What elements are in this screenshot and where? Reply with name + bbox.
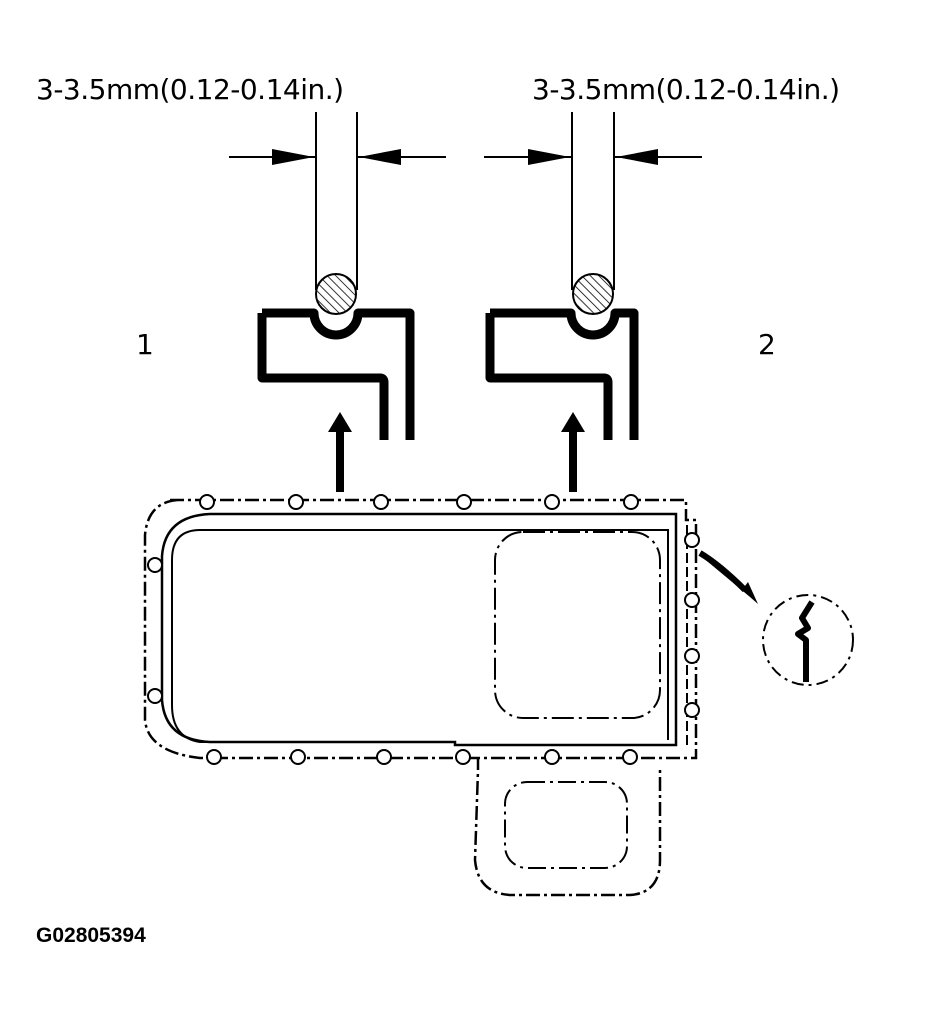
bolt-hole bbox=[373, 494, 389, 510]
bolt-hole bbox=[623, 494, 639, 510]
bolt-hole bbox=[684, 648, 700, 664]
dimension-label-right: 3-3.5mm(0.12-0.14in.) bbox=[532, 73, 840, 106]
bolt-holes bbox=[147, 494, 700, 765]
oil-pan-drain-pocket bbox=[504, 781, 628, 869]
oil-pan-inner-edge bbox=[171, 529, 669, 743]
bolt-hole bbox=[290, 749, 306, 765]
bolt-hole bbox=[456, 494, 472, 510]
bolt-hole bbox=[147, 557, 163, 573]
bolt-hole bbox=[288, 494, 304, 510]
bolt-hole bbox=[544, 494, 560, 510]
bolt-hole bbox=[684, 532, 700, 548]
flange-profile-1 bbox=[257, 308, 415, 440]
bolt-hole bbox=[376, 749, 392, 765]
bolt-hole bbox=[455, 749, 471, 765]
dimension-arrow-1a bbox=[272, 149, 314, 165]
dimension-label-left: 3-3.5mm(0.12-0.14in.) bbox=[36, 73, 344, 106]
dimension-arrow-2a bbox=[528, 149, 570, 165]
flange-profile-2 bbox=[485, 308, 639, 440]
bolt-hole bbox=[147, 688, 163, 704]
bead-detail-2 bbox=[484, 112, 702, 492]
detail-circle bbox=[762, 594, 854, 686]
bolt-hole bbox=[544, 749, 560, 765]
detail-arrow-curve bbox=[698, 550, 748, 593]
sealant-bead-2 bbox=[572, 273, 614, 315]
assembly-arrowhead-2 bbox=[561, 412, 585, 432]
detail-bead-squiggle bbox=[795, 600, 815, 682]
callout-number-2: 2 bbox=[758, 328, 776, 361]
oil-pan-sump-recess bbox=[494, 531, 661, 719]
oil-pan-outer-flange bbox=[143, 498, 698, 897]
assembly-arrowhead-1 bbox=[328, 412, 352, 432]
bolt-hole bbox=[684, 592, 700, 608]
sealant-bead-1 bbox=[315, 273, 357, 315]
figure-id: G02805394 bbox=[36, 924, 146, 947]
oil-pan bbox=[143, 498, 698, 897]
bolt-hole bbox=[206, 749, 222, 765]
bolt-hole bbox=[622, 749, 638, 765]
dimension-arrow-1b bbox=[359, 149, 401, 165]
oil-pan-bolt-line bbox=[160, 512, 678, 747]
dimension-arrow-2b bbox=[616, 149, 658, 165]
detail-callout bbox=[698, 550, 854, 686]
bolt-hole bbox=[199, 494, 215, 510]
bead-detail-1 bbox=[229, 112, 446, 492]
bolt-hole bbox=[684, 702, 700, 718]
callout-number-1: 1 bbox=[136, 328, 154, 361]
